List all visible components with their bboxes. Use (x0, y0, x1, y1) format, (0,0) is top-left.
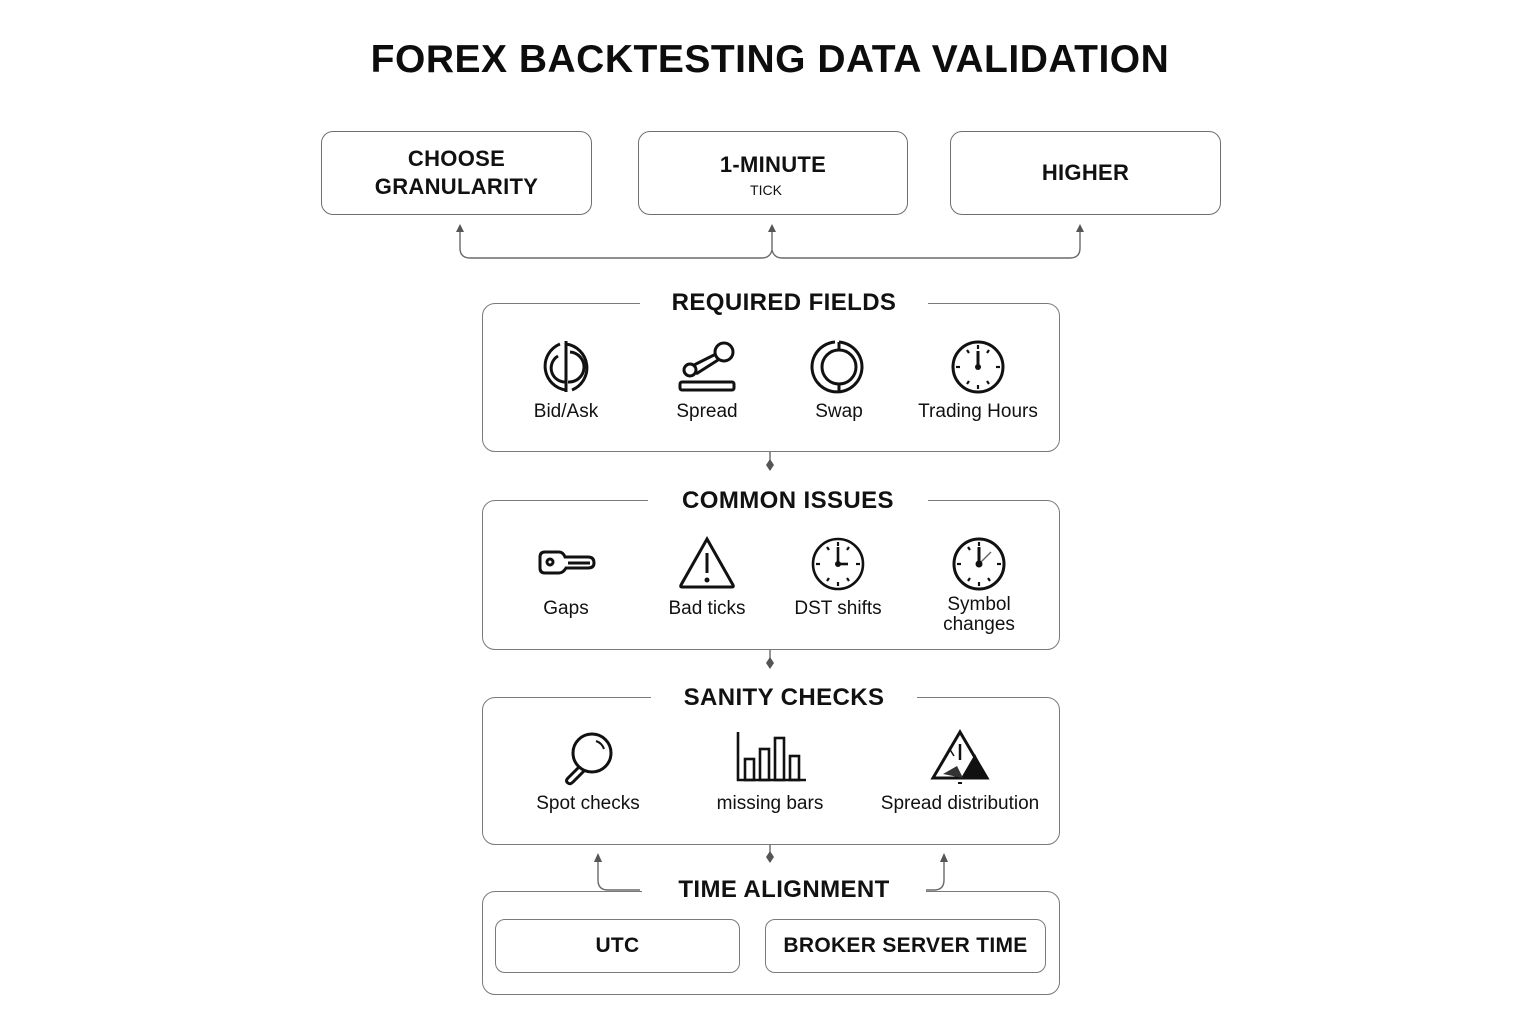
higher-label: HIGHER (1041, 160, 1130, 185)
tick-label: TICK (750, 182, 782, 198)
swap-label: Swap (815, 401, 863, 422)
warning-icon (679, 535, 735, 589)
field-swap[interactable]: Swap (789, 338, 889, 422)
issue-bad-ticks[interactable]: Bad ticks (657, 535, 757, 619)
one-minute-label: 1-MINUTE (719, 152, 827, 177)
page-title: FOREX BACKTESTING DATA VALIDATION (370, 38, 1170, 81)
issue-gaps[interactable]: Gaps (516, 535, 616, 619)
time-alignment-title: TIME ALIGNMENT (642, 875, 926, 905)
bid-ask-icon (543, 341, 589, 392)
required-fields-title: REQUIRED FIELDS (640, 288, 928, 318)
sanity-checks-title: SANITY CHECKS (651, 683, 917, 713)
trading-hours-label: Trading Hours (918, 401, 1038, 422)
magnifier-icon (565, 732, 613, 786)
clock-icon (811, 537, 865, 591)
check-spread-distribution[interactable]: Spread distribution (870, 728, 1050, 814)
sanity-checks-panel (482, 697, 1060, 845)
choose-granularity-line2: GRANULARITY (374, 174, 539, 199)
field-trading-hours[interactable]: Trading Hours (908, 338, 1048, 422)
common-issues-panel (482, 500, 1060, 650)
spread-label: Spread (676, 401, 738, 422)
spot-checks-label: Spot checks (536, 793, 640, 814)
bad-ticks-label: Bad ticks (668, 598, 746, 619)
bar-chart-icon (736, 732, 806, 782)
spread-distribution-label: Spread distribution (880, 793, 1040, 814)
higher-box[interactable]: HIGHER (950, 131, 1221, 215)
choose-granularity-box[interactable]: CHOOSE GRANULARITY (321, 131, 592, 215)
gaps-label: Gaps (543, 598, 589, 619)
bid-ask-label: Bid/Ask (533, 401, 599, 422)
check-spot-checks[interactable]: Spot checks (523, 728, 653, 814)
swap-icon (810, 340, 864, 394)
missing-bars-label: missing bars (716, 793, 824, 814)
field-bid-ask[interactable]: Bid/Ask (516, 338, 616, 422)
broker-server-time-option[interactable]: BROKER SERVER TIME (765, 919, 1046, 973)
choose-granularity-line1: CHOOSE (407, 146, 506, 171)
check-missing-bars[interactable]: missing bars (705, 728, 835, 814)
symbol-changes-line1: Symbol (947, 594, 1011, 615)
symbol-changes-line2: changes (943, 614, 1015, 635)
clock-icon (952, 537, 1006, 591)
warning-mountain-icon (930, 729, 990, 784)
issue-dst-shifts[interactable]: DST shifts (788, 535, 888, 619)
common-issues-title: COMMON ISSUES (648, 486, 928, 516)
dst-shifts-label: DST shifts (794, 598, 882, 619)
spread-icon (678, 341, 736, 392)
utc-label: UTC (595, 934, 640, 957)
key-icon (538, 550, 596, 575)
issue-symbol-changes[interactable]: Symbol changes (919, 535, 1039, 635)
one-minute-box[interactable]: 1-MINUTE TICK (638, 131, 908, 215)
utc-option[interactable]: UTC (495, 919, 740, 973)
clock-icon (951, 340, 1005, 394)
broker-server-time-label: BROKER SERVER TIME (783, 934, 1028, 957)
field-spread[interactable]: Spread (657, 338, 757, 422)
